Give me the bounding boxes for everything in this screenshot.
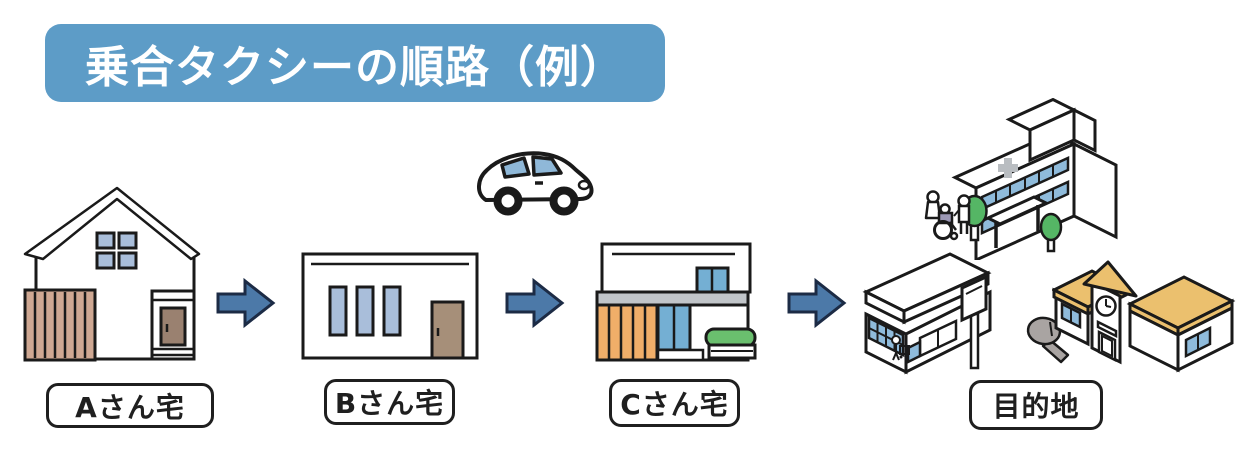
medical-cross-icon (998, 158, 1018, 178)
shop-building-icon (862, 252, 992, 375)
arrow-right-icon (216, 277, 276, 329)
house-b-flat-roof-icon (301, 252, 479, 360)
clock-icon (1095, 295, 1117, 317)
shopper-cart-icon (891, 335, 910, 361)
arrow-right-icon (505, 277, 565, 329)
label-house-c-text: Cさん宅 (620, 388, 729, 421)
title-banner: 乗合タクシーの順路（例） (45, 24, 665, 102)
house-a-gabled-icon (23, 186, 201, 362)
school-building-icon (1052, 260, 1236, 373)
title-text: 乗合タクシーの順路（例） (85, 42, 625, 93)
arrow-right-icon (787, 277, 847, 329)
taxi-car-icon (477, 151, 594, 216)
label-house-a: Aさん宅 (46, 383, 214, 428)
label-house-b-text: Bさん宅 (334, 387, 445, 420)
gray-whistle-object-icon (1026, 316, 1070, 364)
label-house-c: Cさん宅 (609, 379, 740, 427)
pedestrians-wheelchair-icon (924, 190, 971, 241)
label-destination: 目的地 (969, 380, 1103, 430)
label-destination-text: 目的地 (992, 390, 1080, 423)
hospital-building-icon (951, 98, 1118, 260)
house-c-modern-icon (595, 242, 757, 362)
label-house-a-text: Aさん宅 (75, 390, 185, 424)
label-house-b: Bさん宅 (324, 379, 455, 425)
